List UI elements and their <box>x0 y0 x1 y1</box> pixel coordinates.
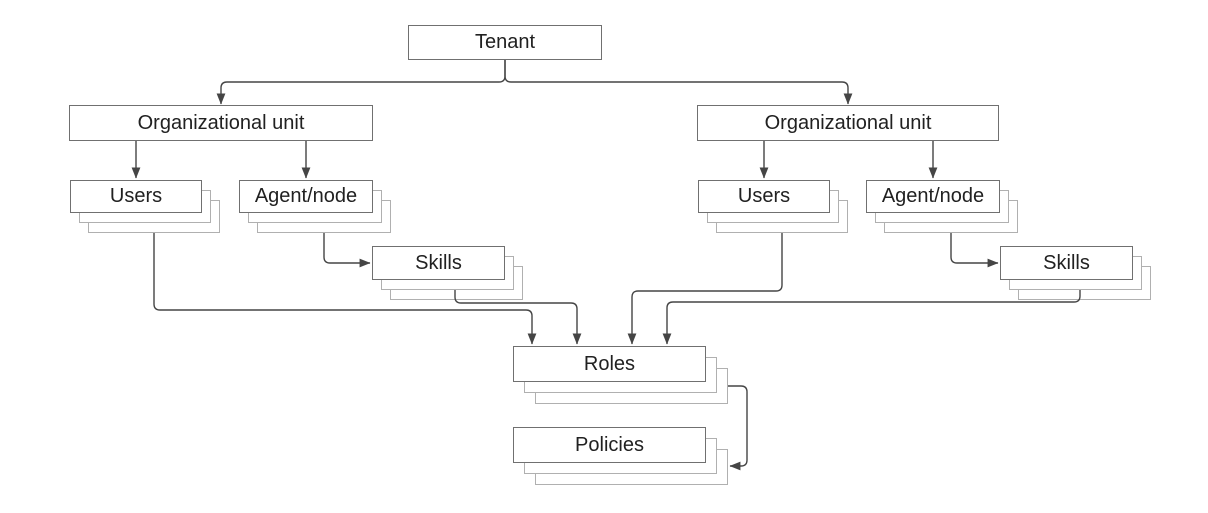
node-agent-node-right: Agent/node <box>866 180 1000 213</box>
node-agent-node-left: Agent/node <box>239 180 373 213</box>
node-skills-left-label: Skills <box>415 251 462 274</box>
node-skills-left: Skills <box>372 246 505 280</box>
node-agent-node-right-label: Agent/node <box>881 185 985 207</box>
node-users-left: Users <box>70 180 202 213</box>
node-policies-label: Policies <box>575 433 644 456</box>
node-users-right: Users <box>698 180 830 213</box>
node-policies: Policies <box>513 427 706 463</box>
node-skills-right: Skills <box>1000 246 1133 280</box>
node-skills-right-label: Skills <box>1043 251 1090 274</box>
node-org-unit-right-label: Organizational unit <box>764 111 932 134</box>
node-users-right-label: Users <box>737 185 791 207</box>
node-org-unit-left: Organizational unit <box>69 105 373 141</box>
node-agent-node-left-label: Agent/node <box>254 185 358 207</box>
node-tenant-label: Tenant <box>474 31 536 53</box>
node-org-unit-right: Organizational unit <box>697 105 999 141</box>
node-org-unit-left-label: Organizational unit <box>137 111 305 134</box>
node-users-left-label: Users <box>109 185 163 207</box>
node-roles: Roles <box>513 346 706 382</box>
node-tenant: Tenant <box>408 25 602 60</box>
node-roles-label: Roles <box>583 352 636 375</box>
